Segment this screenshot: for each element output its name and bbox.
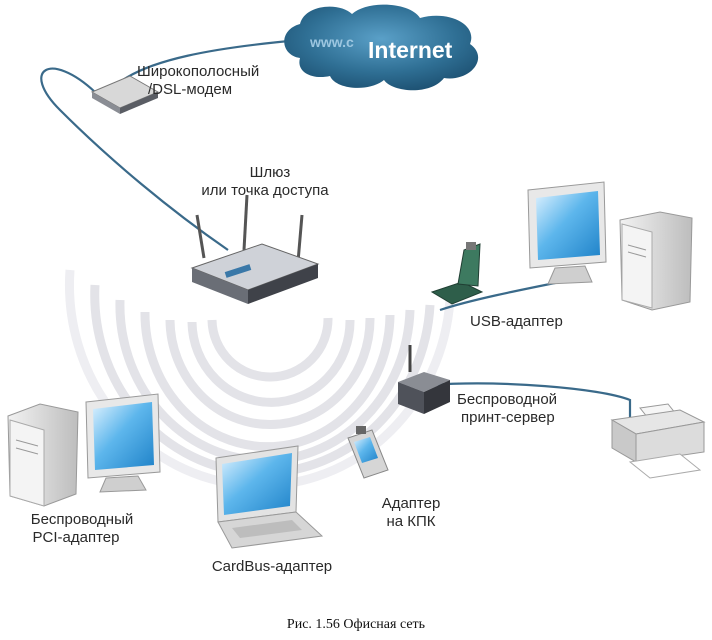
internet-cloud: www.c Internet bbox=[284, 4, 479, 91]
gateway-label-line2: или точка доступа bbox=[201, 182, 329, 199]
modem-label-line1: Широкополосный bbox=[137, 63, 259, 80]
usb-adapter-label: USB-адаптер bbox=[470, 313, 563, 330]
print-server-label-line2: принт-сервер bbox=[461, 409, 555, 426]
desktop-computer-right-icon bbox=[527, 181, 693, 311]
print-server-label-line1: Беспроводной bbox=[457, 391, 557, 408]
desktop-computer-left-icon bbox=[7, 393, 161, 507]
pda-label-line1: Адаптер bbox=[382, 495, 441, 512]
pda-icon bbox=[347, 426, 389, 479]
figure-caption: Рис. 1.56 Офисная сеть bbox=[286, 617, 426, 632]
gateway-label-line1: Шлюз bbox=[250, 164, 291, 181]
usb-adapter-icon bbox=[430, 242, 484, 305]
dsl-modem-icon bbox=[90, 75, 160, 114]
gateway-router-icon bbox=[190, 194, 320, 304]
print-server-icon bbox=[398, 345, 450, 414]
pci-label-line1: Беспроводный bbox=[31, 511, 134, 528]
internet-faint-text: www.c bbox=[309, 34, 354, 50]
cables bbox=[40, 38, 632, 418]
internet-label: Internet bbox=[368, 37, 453, 63]
printer-icon bbox=[610, 403, 706, 479]
laptop-icon bbox=[215, 445, 324, 549]
cardbus-label: CardBus-адаптер bbox=[212, 558, 332, 575]
pci-label-line2: PCI-адаптер bbox=[33, 529, 120, 546]
pda-label-line2: на КПК bbox=[386, 513, 435, 530]
modem-label-line2: /DSL-модем bbox=[148, 81, 232, 98]
